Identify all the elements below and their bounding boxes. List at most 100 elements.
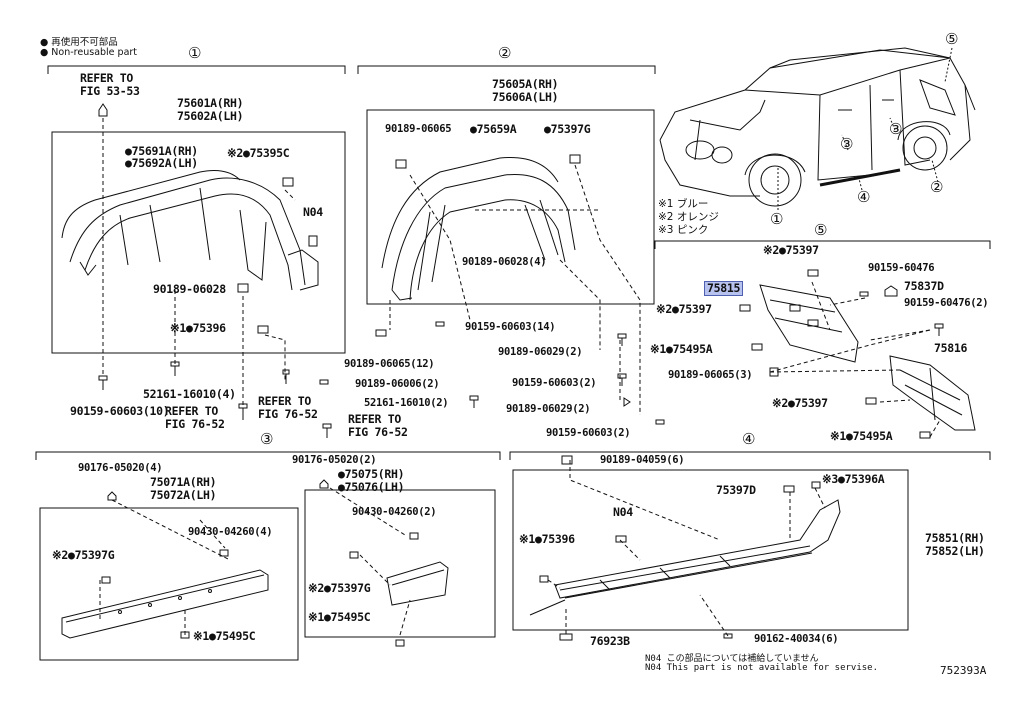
part-number-75692a[interactable]: ●75692A(LH)	[125, 156, 198, 170]
part-number-90176-05020[interactable]: 90176-05020(2)	[292, 454, 377, 466]
group1-bracket	[47, 65, 346, 74]
vehicle-callout-4: ④	[857, 188, 871, 206]
group3-box	[39, 507, 299, 661]
part-number-90189-04059[interactable]: 90189-04059(6)	[600, 454, 685, 466]
part-number-75396[interactable]: ※1●75396	[519, 532, 575, 546]
front-flare-drawing	[61, 169, 319, 334]
group3-bracket	[35, 451, 501, 460]
group2-leader-lines	[389, 164, 641, 415]
part-number-75691a[interactable]: ●75691A(RH)	[125, 144, 198, 158]
vehicle-callout-lines	[777, 47, 953, 210]
part-number-75837d[interactable]: 75837D	[904, 279, 944, 293]
not-available-code: N04	[613, 505, 633, 519]
refer-to-label[interactable]: REFER TO	[258, 394, 311, 408]
part-number-75397[interactable]: ※2●75397	[772, 396, 828, 410]
door-molding-drawing	[61, 479, 449, 639]
part-number-90159-60603[interactable]: 90159-60603(2)	[512, 377, 597, 389]
group2-box	[366, 109, 655, 305]
part-number-52161-16010[interactable]: 52161-16010(4)	[143, 387, 236, 401]
part-number-75397g[interactable]: ※2●75397G	[308, 581, 371, 595]
part-number-90159-60603[interactable]: 90159-60603(2)	[546, 427, 631, 439]
rear-cover-drawing	[759, 284, 976, 431]
part-number-75071a[interactable]: 75071A(RH)	[150, 475, 217, 489]
part-number-90189-06029[interactable]: 90189-06029(2)	[506, 403, 591, 415]
color-key-blue: ※1 ブルー	[658, 198, 709, 210]
part-number-75495a[interactable]: ※1●75495A	[830, 429, 893, 443]
rear-flare-drawing	[381, 154, 581, 301]
section-4-number: ④	[742, 430, 756, 448]
part-number-75396[interactable]: ※1●75396	[170, 321, 226, 335]
legend-reused-part: ● 再使用不可部品	[40, 37, 118, 48]
part-number-90189-06065[interactable]: 90189-06065	[385, 123, 452, 135]
part-number-75076[interactable]: ●75076(LH)	[338, 480, 405, 494]
part-number-75397[interactable]: ※2●75397	[656, 302, 712, 316]
part-number-90189-06065[interactable]: 90189-06065(3)	[668, 369, 753, 381]
part-number-75605a[interactable]: 75605A(RH)	[492, 77, 559, 91]
vehicle-callout-5: ⑤	[945, 30, 959, 48]
part-number-75495c[interactable]: ※1●75495C	[193, 629, 256, 643]
group1-fasteners	[98, 103, 290, 420]
rocker-molding-drawing	[529, 499, 841, 616]
part-number-90430-04260[interactable]: 90430-04260(4)	[188, 526, 273, 538]
part-number-90189-06065[interactable]: 90189-06065(12)	[344, 358, 435, 370]
part-number-75815-highlighted[interactable]: 75815	[704, 281, 744, 296]
part-number-75816[interactable]: 75816	[934, 341, 968, 355]
part-number-75606a[interactable]: 75606A(LH)	[492, 90, 559, 104]
color-key-pink: ※3 ピンク	[658, 224, 709, 236]
part-number-75397d[interactable]: 75397D	[716, 483, 756, 497]
part-number-75495a[interactable]: ※1●75495A	[650, 342, 713, 356]
part-number-75075[interactable]: ●75075(RH)	[338, 467, 405, 481]
part-number-52161-16010[interactable]: 52161-16010(2)	[364, 397, 449, 409]
refer-to-label[interactable]: REFER TO	[80, 71, 133, 85]
group5-leader-lines	[769, 281, 941, 438]
refer-to-label[interactable]: REFER TO	[165, 404, 218, 418]
section-3-number: ③	[260, 430, 274, 448]
part-number-90176-05020[interactable]: 90176-05020(4)	[78, 462, 163, 474]
vehicle-drawing	[659, 47, 976, 207]
part-number-75852[interactable]: 75852(LH)	[925, 544, 985, 558]
part-number-90189-06029[interactable]: 90189-06029(2)	[498, 346, 583, 358]
part-number-90430-04260[interactable]: 90430-04260(2)	[352, 506, 437, 518]
refer-fig-label[interactable]: FIG 53-53	[80, 84, 140, 98]
refer-fig-label[interactable]: FIG 76-52	[348, 425, 408, 439]
part-number-75659a[interactable]: ●75659A	[470, 122, 517, 136]
group4-box	[512, 469, 909, 631]
part-number-90159-60603[interactable]: 90159-60603(14)	[465, 321, 556, 333]
part-number-75395c[interactable]: ※2●75395C	[227, 146, 290, 160]
group5-fasteners	[739, 269, 944, 439]
group2-bracket	[357, 65, 656, 74]
figure-number: 752393A	[940, 664, 987, 677]
group2-fasteners	[319, 321, 665, 438]
refer-fig-label[interactable]: FIG 76-52	[165, 417, 225, 431]
vehicle-callout-3b: ③	[889, 120, 903, 138]
group5-bracket	[654, 240, 991, 249]
part-number-75851[interactable]: 75851(RH)	[925, 531, 985, 545]
part-number-90162-40034[interactable]: 90162-40034(6)	[754, 633, 839, 645]
not-available-code: N04	[303, 205, 323, 219]
part-number-75396a[interactable]: ※3●75396A	[822, 472, 885, 486]
part-number-90159-60476[interactable]: 90159-60476	[868, 262, 935, 274]
group4-fasteners	[539, 455, 821, 641]
part-number-75495c[interactable]: ※1●75495C	[308, 610, 371, 624]
part-number-76923b[interactable]: 76923B	[590, 634, 630, 648]
refer-fig-label[interactable]: FIG 76-52	[258, 407, 318, 421]
part-number-75397[interactable]: ※2●75397	[763, 243, 819, 257]
part-number-75397g[interactable]: ●75397G	[544, 122, 591, 136]
part-number-90159-60476[interactable]: 90159-60476(2)	[904, 297, 989, 309]
part-number-90189-06028[interactable]: 90189-06028	[153, 282, 226, 296]
part-number-90159-60603[interactable]: 90159-60603(10)	[70, 404, 170, 418]
part-number-75072a[interactable]: 75072A(LH)	[150, 488, 217, 502]
group1-leader-lines	[102, 118, 296, 412]
part-number-75397g[interactable]: ※2●75397G	[52, 548, 115, 562]
part-number-90189-06006[interactable]: 90189-06006(2)	[355, 378, 440, 390]
part-number-75602a[interactable]: 75602A(LH)	[177, 109, 244, 123]
note-not-supplied-jp: N04 この部品については補給していません	[645, 654, 819, 664]
section-2-number: ②	[498, 44, 512, 62]
refer-to-label[interactable]: REFER TO	[348, 412, 401, 426]
vehicle-callout-3: ③	[840, 135, 854, 153]
part-number-90189-06028[interactable]: 90189-06028(4)	[462, 256, 547, 268]
group4-bracket	[509, 451, 991, 460]
part-number-75601a[interactable]: 75601A(RH)	[177, 96, 244, 110]
section-1-number: ①	[188, 44, 202, 62]
group3-fasteners	[101, 551, 405, 647]
